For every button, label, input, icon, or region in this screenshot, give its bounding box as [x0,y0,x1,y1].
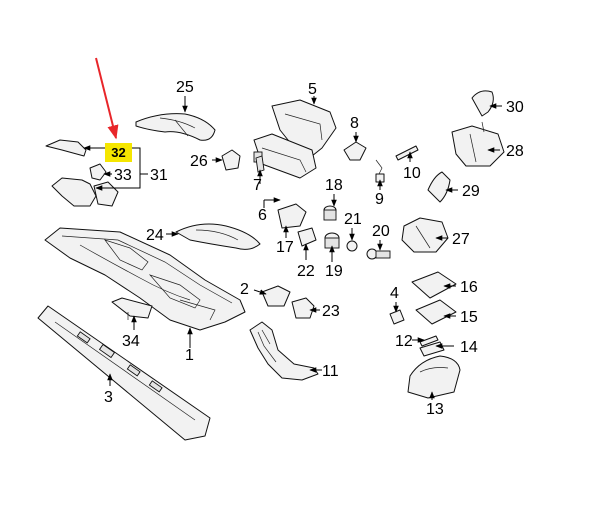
part-17-switch [277,203,307,229]
label-16: 16 [460,279,478,296]
part-1-center-console [44,227,246,331]
label-12: 12 [395,333,413,350]
label-11: 11 [322,363,339,380]
label-27: 27 [452,231,470,248]
part-16-mat [411,271,457,299]
label-3: 3 [104,389,113,406]
label-17: 17 [276,239,294,256]
part-34-bracket [111,297,153,320]
label-23: 23 [322,303,340,320]
label-33: 33 [114,167,132,184]
part-23-switch [291,297,315,319]
part-8-bracket [343,141,367,161]
leader-lines [83,96,502,400]
label-15: 15 [460,309,478,326]
part-15-mat [415,299,457,325]
label-24: 24 [146,227,164,244]
part-12-strip [419,335,439,347]
part-25-trim-bezel [135,113,216,141]
highlight-badge [105,143,132,162]
label-4: 4 [390,285,399,302]
part-9-clip [375,159,385,183]
part-22-cover [297,227,317,247]
part-2-bezel [261,285,291,307]
label-10: 10 [403,165,421,182]
label-29: 29 [462,183,480,200]
label-14: 14 [460,339,478,356]
part-21-lamp [346,240,358,252]
label-7: 7 [253,177,262,194]
label-2: 2 [240,281,249,298]
highlight-callout: 32 [95,57,132,162]
label-18: 18 [325,177,343,194]
part-18-socket [323,205,337,221]
red-pointer-arrow [95,57,119,140]
label-1: 1 [185,347,194,364]
label-21: 21 [344,211,362,228]
part-24-trim-panel [175,223,261,250]
part-20-lighter [366,248,391,260]
part-26-clip [221,149,241,171]
part-3-trim-panel [37,305,211,441]
label-13: 13 [426,401,444,418]
part-30-shift-knob [471,90,494,117]
part-29-shift-boot [427,171,451,203]
part-13-boot-cover [407,355,461,399]
label-31: 31 [150,167,168,184]
label-34: 34 [122,333,140,350]
callout-labels: 1 2 3 4 5 6 7 8 9 10 11 12 13 14 15 16 1… [104,79,524,418]
label-8: 8 [350,115,359,132]
label-25: 25 [176,79,194,96]
label-6: 6 [258,207,267,224]
part-4-clip [389,309,405,325]
part-7-fastener [255,155,265,173]
highlight-label: 32 [111,145,125,160]
part-19-socket [324,232,340,249]
label-5: 5 [308,81,317,98]
label-9: 9 [375,191,384,208]
label-30: 30 [506,99,524,116]
label-28: 28 [506,143,524,160]
label-22: 22 [297,263,315,280]
label-20: 20 [372,223,390,240]
label-19: 19 [325,263,343,280]
part-27-shifter-base [401,217,449,253]
label-26: 26 [190,153,208,170]
part-28-shifter-assembly [451,121,505,167]
part-33-clip [89,163,107,181]
part-5-armrest-lid [271,99,337,157]
part-11-air-duct [249,321,319,381]
part-10-strip [395,145,419,161]
